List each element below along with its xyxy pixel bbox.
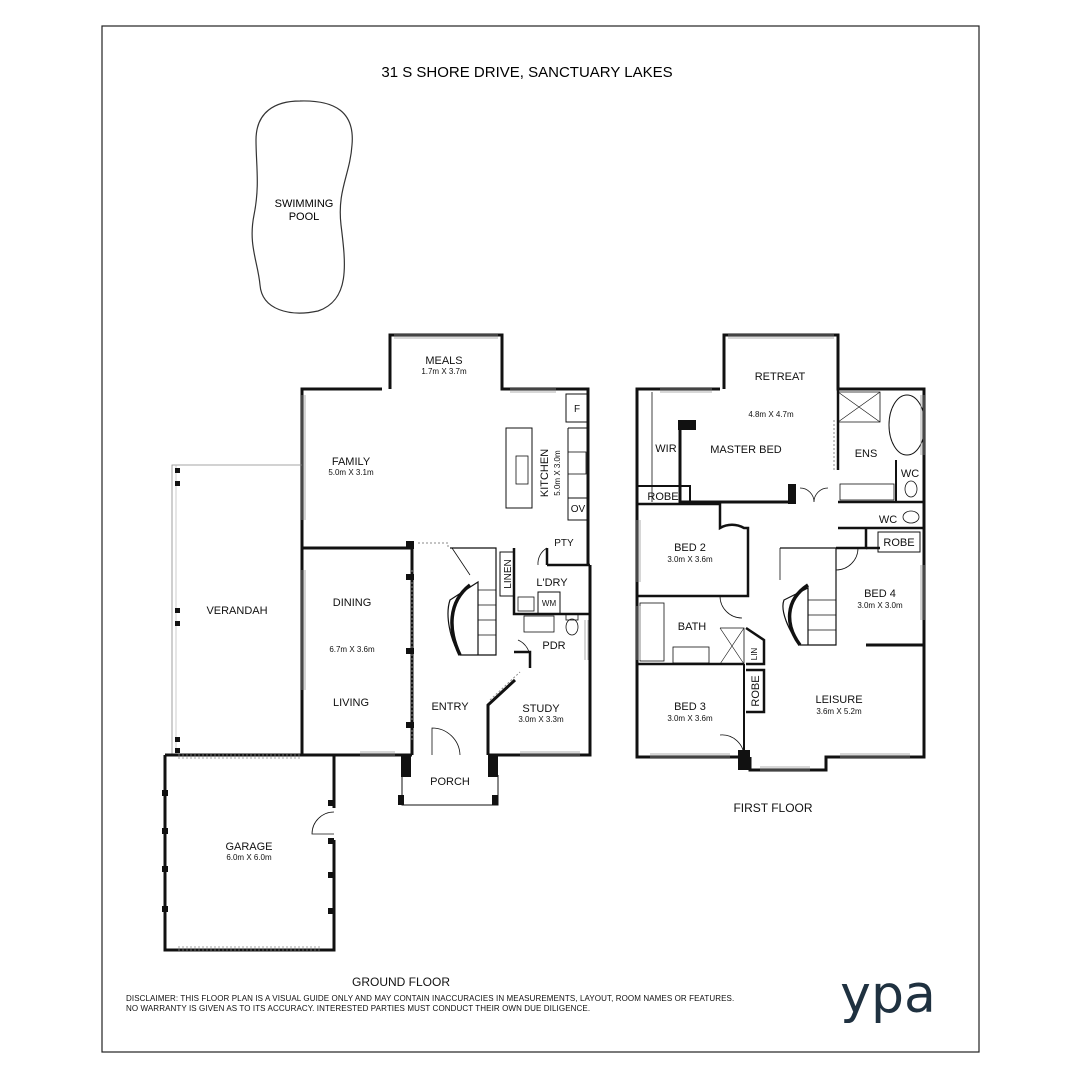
laundry-label: L'DRY: [536, 577, 568, 589]
wir-label: WIR: [655, 443, 676, 455]
retreat-label: RETREAT: [755, 371, 806, 383]
first-floor-plan: [635, 333, 926, 772]
bed3-label: BED 3: [674, 701, 706, 713]
lin-label: LIN: [750, 648, 759, 661]
robe-label-3: ROBE: [750, 675, 762, 706]
bath-label: BATH: [678, 621, 707, 633]
entry-label: ENTRY: [431, 701, 469, 713]
meals-dims: 1.7m X 3.7m: [421, 367, 467, 376]
bed4-label: BED 4: [864, 588, 896, 600]
ground-floor-plan: [162, 333, 592, 952]
meals-label: MEALS: [425, 355, 462, 367]
pool-label-2: POOL: [289, 211, 320, 223]
disclaimer-line-2: NO WARRANTY IS GIVEN AS TO ITS ACCURACY.…: [126, 1004, 591, 1013]
porch-label: PORCH: [430, 776, 470, 788]
garage-dims: 6.0m X 6.0m: [226, 853, 272, 862]
garage-label: GARAGE: [225, 841, 272, 853]
pool-label-1: SWIMMING: [275, 198, 334, 210]
ground-floor-label: GROUND FLOOR: [352, 975, 450, 989]
disclaimer: DISCLAIMER: THIS FLOOR PLAN IS A VISUAL …: [126, 994, 766, 1014]
bed3-dims: 3.0m X 3.6m: [667, 714, 713, 723]
kitchen-dims: 5.0m X 3.0m: [553, 450, 562, 496]
linen-label: LINEN: [503, 559, 514, 588]
page-border: [101, 25, 980, 1053]
family-dims: 5.0m X 3.1m: [328, 468, 374, 477]
leisure-label: LEISURE: [815, 694, 862, 706]
wc-label-2: WC: [879, 514, 897, 526]
powder-label: PDR: [542, 640, 565, 652]
plan-title: 31 S SHORE DRIVE, SANCTUARY LAKES: [381, 64, 672, 81]
study-dims: 3.0m X 3.3m: [518, 715, 564, 724]
master-bed-label: MASTER BED: [710, 444, 782, 456]
bed2-dims: 3.0m X 3.6m: [667, 555, 713, 564]
retreat-dims: 4.8m X 4.7m: [748, 410, 794, 419]
family-label: FAMILY: [332, 456, 371, 468]
living-label: LIVING: [333, 697, 369, 709]
dining-label: DINING: [333, 597, 372, 609]
wc-label-1: WC: [901, 468, 919, 480]
dining-dims: 6.7m X 3.6m: [329, 645, 375, 654]
pantry-label: PTY: [554, 538, 574, 549]
swimming-pool: SWIMMING POOL: [251, 100, 353, 314]
fridge-label: F: [574, 404, 580, 415]
oven-label: OV: [571, 504, 586, 515]
robe-label-2: ROBE: [883, 537, 914, 549]
kitchen-label: KITCHEN: [539, 449, 551, 497]
ensuite-label: ENS: [855, 448, 878, 460]
wm-label: WM: [542, 599, 557, 608]
study-label: STUDY: [522, 703, 560, 715]
bed2-label: BED 2: [674, 542, 706, 554]
verandah-label: VERANDAH: [206, 605, 267, 617]
ypa-logo: ypa: [840, 965, 936, 1025]
bed4-dims: 3.0m X 3.0m: [857, 601, 903, 610]
first-floor-labels: RETREAT 4.8m X 4.7m WIR MASTER BED ENS W…: [647, 371, 919, 815]
leisure-dims: 3.6m X 5.2m: [816, 707, 862, 716]
first-floor-label: FIRST FLOOR: [733, 801, 812, 815]
robe-label-1: ROBE: [647, 491, 678, 503]
ground-floor-labels: MEALS 1.7m X 3.7m FAMILY 5.0m X 3.1m KIT…: [206, 355, 585, 989]
disclaimer-line-1: DISCLAIMER: THIS FLOOR PLAN IS A VISUAL …: [126, 994, 735, 1003]
